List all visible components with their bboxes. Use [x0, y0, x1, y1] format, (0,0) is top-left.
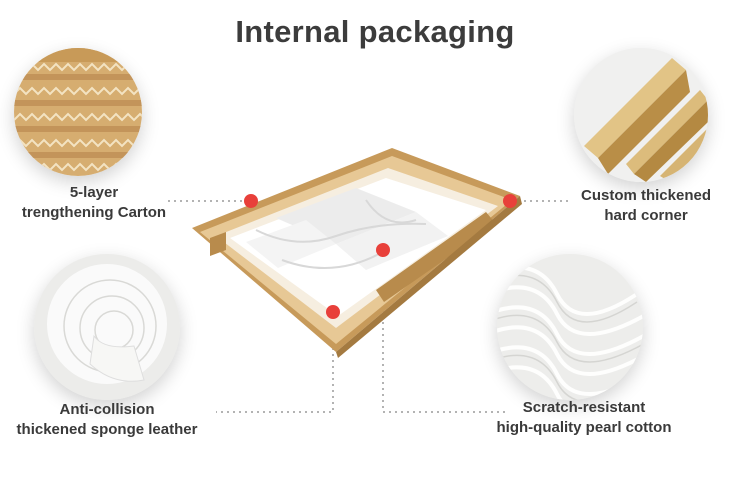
- corner-label: Custom thickened hard corner: [566, 186, 726, 226]
- corner-label-line1: Custom thickened: [580, 187, 712, 204]
- pearl-cotton-label: Scratch-resistant high-quality pearl cot…: [484, 398, 684, 438]
- sponge-label-line2: thickened sponge leather: [16, 421, 198, 438]
- pearl-cotton-label-line2: high-quality pearl cotton: [496, 419, 672, 436]
- marker-pearl-cotton: [376, 243, 390, 257]
- marker-carton: [244, 194, 258, 208]
- carton-layers-image: [14, 48, 142, 176]
- carton-label: 5-layer trengthening Carton: [4, 183, 184, 223]
- sponge-label-line1: Anti-collision: [59, 401, 155, 418]
- pearl-cotton-label-line1: Scratch-resistant: [522, 399, 646, 416]
- corner-label-line2: hard corner: [604, 207, 688, 224]
- carton-label-line2: trengthening Carton: [21, 204, 167, 221]
- pearl-cotton-image: [497, 254, 643, 400]
- hard-corner-image: [574, 48, 708, 182]
- sponge-roll-image: [34, 254, 180, 400]
- marker-sponge: [326, 305, 340, 319]
- packed-carton-image: [192, 148, 522, 358]
- carton-label-line1: 5-layer: [69, 184, 119, 201]
- page-title: Internal packaging: [235, 14, 515, 49]
- marker-corner: [503, 194, 517, 208]
- sponge-label: Anti-collision thickened sponge leather: [0, 400, 214, 440]
